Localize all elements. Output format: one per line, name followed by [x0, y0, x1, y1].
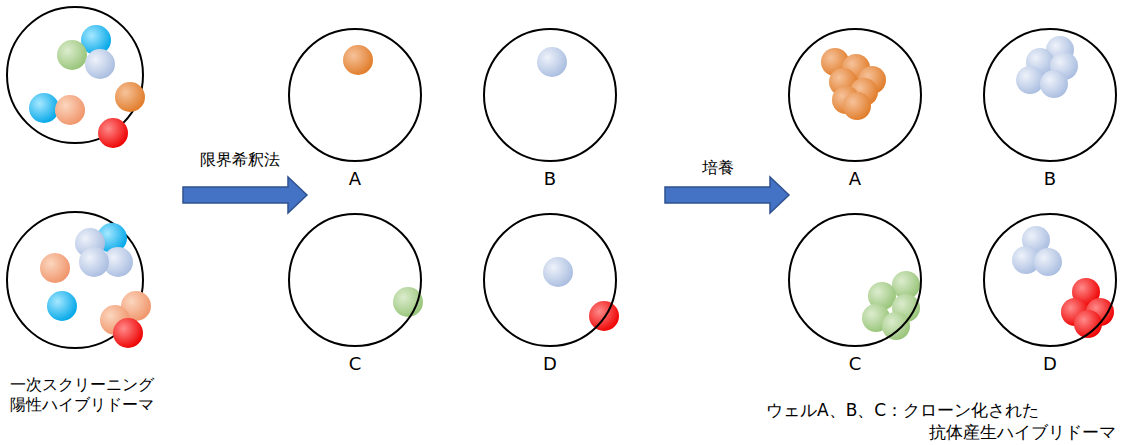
well-label: D [483, 353, 617, 375]
well-circle: A [288, 28, 422, 162]
group-caption: 一次スクリーニング 陽性ハイブリドーマ [10, 375, 200, 415]
well-circle: D [483, 213, 617, 347]
well-circle: D [983, 213, 1117, 347]
well-outline [484, 29, 616, 161]
well-circle: C [288, 213, 422, 347]
hybridoma-cells [29, 25, 151, 348]
result-caption: ウェルA、B、C：クローン化された 抗体産生ハイブリドーマ [766, 399, 1116, 443]
well-outline [484, 214, 616, 346]
well-outline [788, 213, 922, 347]
well-outline [983, 213, 1117, 347]
well-circle: C [788, 213, 922, 347]
well-label: A [788, 168, 922, 190]
well-outline [289, 29, 421, 161]
well-outline [984, 214, 1116, 346]
well-label: C [788, 353, 922, 375]
step-label: 培養 [702, 158, 734, 177]
well-circle: B [483, 28, 617, 162]
step-label: 限界希釈法 [180, 150, 300, 170]
well-label: D [983, 353, 1117, 375]
well-circle: B [983, 28, 1117, 162]
well-outline [288, 28, 422, 162]
step-label: 限界希釈法 [200, 150, 280, 169]
well-outline [788, 28, 922, 162]
well-label: A [288, 168, 422, 190]
well-label: B [983, 168, 1117, 190]
well-outline [789, 29, 921, 161]
well-label: C [288, 353, 422, 375]
hybridoma-colonies [821, 36, 1114, 340]
well-circle [7, 212, 143, 348]
well-circle: A [788, 28, 922, 162]
well-outline [289, 214, 421, 346]
group-caption: 一次スクリーニング 陽性ハイブリドーマ [10, 375, 154, 414]
well-outline [984, 29, 1116, 161]
well-outline [789, 214, 921, 346]
process-arrow [665, 177, 789, 213]
well-outline [483, 213, 617, 347]
result-caption: ウェルA、B、C：クローン化された 抗体産生ハイブリドーマ [766, 400, 1116, 442]
hybridoma-cells [343, 45, 619, 331]
well-outline [483, 28, 617, 162]
well-label: B [483, 168, 617, 190]
process-arrow [183, 177, 307, 213]
well-outline [288, 213, 422, 347]
step-label: 培養 [668, 158, 768, 178]
well-outline [983, 28, 1117, 162]
